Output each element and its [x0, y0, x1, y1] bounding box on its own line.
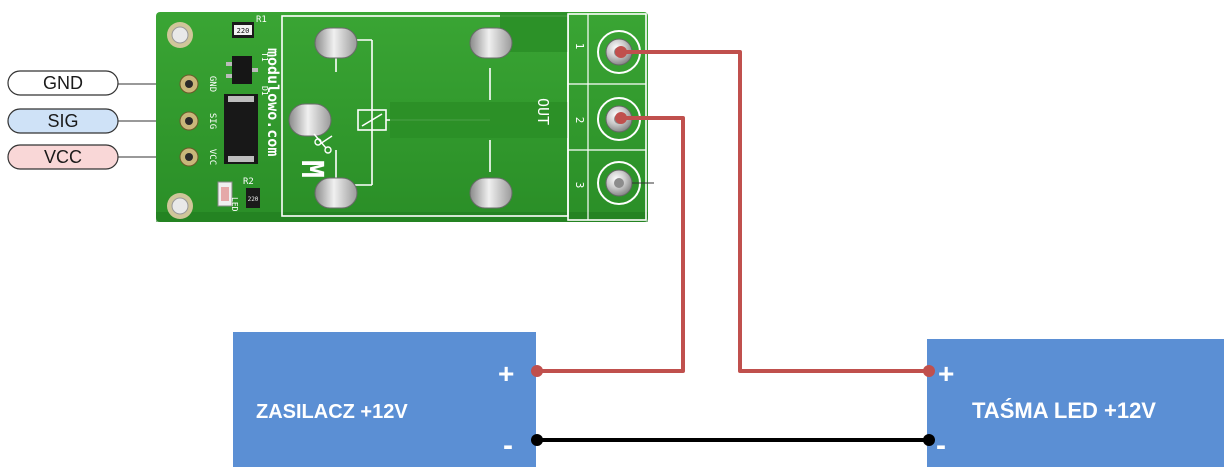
- r1-value: 220: [237, 27, 250, 35]
- terminal-2-number: 2: [573, 117, 586, 124]
- logo-letter: M: [294, 160, 329, 178]
- diode-d1: D1: [224, 86, 269, 164]
- wire-endpoint: [923, 365, 935, 377]
- terminal-screw-3: [597, 161, 641, 205]
- power-supply-minus: -: [503, 429, 513, 462]
- led-strip-box: TAŚMA LED +12V + -: [927, 339, 1224, 467]
- relay-solder-joints: [288, 27, 513, 209]
- red-wire-terminal2-to-psu-plus: [537, 116, 685, 373]
- r2-label: R2: [243, 177, 254, 187]
- pin-label-gnd: GND: [7, 70, 119, 96]
- out-label: OUT: [534, 98, 552, 125]
- terminal-block: 1 2 3: [567, 13, 647, 221]
- r1-label: R1: [256, 15, 267, 25]
- resistor-r2: 220 R2: [243, 177, 260, 208]
- mounting-hole: [167, 22, 193, 48]
- led-strip-rect: [927, 339, 1224, 467]
- led-strip-plus: +: [938, 358, 954, 389]
- mounting-hole: [167, 193, 193, 219]
- d1-label: D1: [260, 86, 269, 96]
- wire-endpoint: [923, 434, 935, 446]
- pin-label-vcc: VCC: [7, 144, 119, 170]
- trace: [390, 102, 568, 138]
- silk-sig: SIG: [207, 113, 217, 129]
- terminal-3-number: 3: [573, 182, 586, 189]
- wire-endpoint: [531, 434, 543, 446]
- led-label: LED: [230, 197, 239, 212]
- resistor-r1: 220 R1: [232, 15, 267, 38]
- r2-value: 220: [248, 196, 259, 203]
- power-supply-label: ZASILACZ +12V: [256, 401, 408, 423]
- power-supply-rect: [233, 332, 536, 467]
- relay-module-pcb: GND SIG VCC 220 R1 T1 D1 modulowo.com: [156, 12, 654, 222]
- red-wire-terminal1-to-led-plus: [621, 50, 929, 373]
- pin-label-sig: SIG: [7, 108, 119, 134]
- modulowo-logo-icon: M: [294, 133, 333, 178]
- brand-silkscreen: modulowo.com: [264, 48, 282, 156]
- terminal-1-number: 1: [573, 43, 586, 50]
- power-supply-box: ZASILACZ +12V + -: [233, 332, 536, 467]
- silk-vcc: VCC: [207, 149, 217, 165]
- gnd-pill-text: GND: [43, 73, 83, 93]
- sig-pill-text: SIG: [47, 111, 78, 131]
- wire-endpoint: [531, 365, 543, 377]
- led-strip-minus: -: [936, 429, 946, 462]
- led-strip-label: TAŚMA LED +12V: [972, 398, 1156, 423]
- header-pads: [179, 74, 199, 167]
- transistor-t1: T1: [226, 52, 269, 84]
- led-indicator: LED: [217, 181, 239, 212]
- power-supply-plus: +: [498, 358, 514, 389]
- t1-label: T1: [260, 52, 269, 62]
- silk-gnd: GND: [207, 76, 217, 92]
- wire-endpoint: [615, 112, 627, 124]
- wire-endpoint: [615, 46, 627, 58]
- vcc-pill-text: VCC: [44, 147, 82, 167]
